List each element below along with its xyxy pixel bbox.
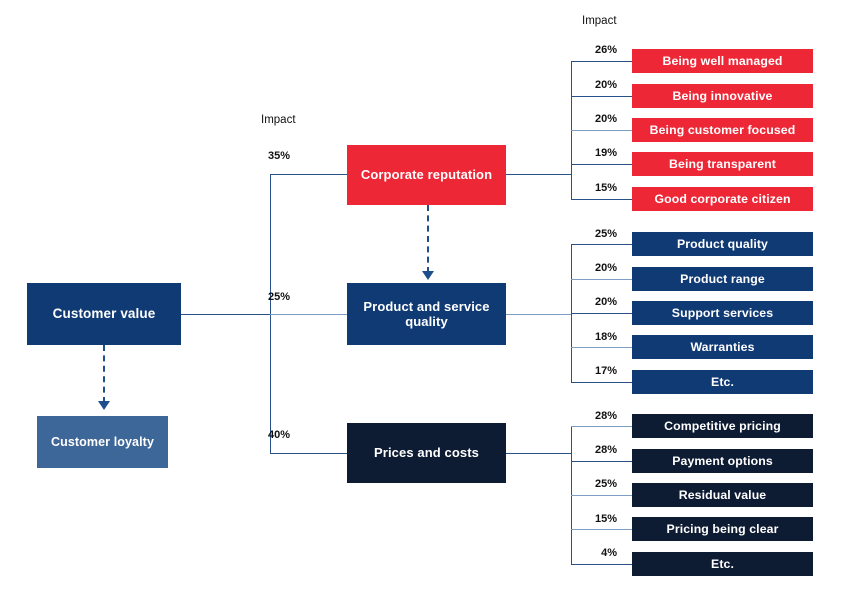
impact-value-being-customer-focused: 20%: [594, 113, 617, 125]
impact-value-prices-costs: 40%: [267, 429, 290, 441]
impact-value-prices-etc: 4%: [601, 547, 617, 559]
connector-leaf-r1: [571, 61, 632, 62]
leaf-box-prices-etc[interactable]: Etc.: [632, 552, 813, 576]
leaf-box-product-range[interactable]: Product range: [632, 267, 813, 291]
leaf-box-being-transparent[interactable]: Being transparent: [632, 152, 813, 176]
leaf-box-competitive-pricing[interactable]: Competitive pricing: [632, 414, 813, 438]
impact-label-mid: Impact: [261, 114, 296, 126]
leaf-box-warranties[interactable]: Warranties: [632, 335, 813, 359]
impact-value-product-quality: 25%: [267, 291, 290, 303]
connector-leaf-n1: [571, 244, 632, 245]
leaf-box-support-services[interactable]: Support services: [632, 301, 813, 325]
impact-value-competitive-pricing: 28%: [594, 410, 617, 422]
leaf-box-being-well-managed[interactable]: Being well managed: [632, 49, 813, 73]
connector-stem-group-quality: [506, 314, 572, 315]
impact-value-residual-value: 25%: [594, 478, 617, 490]
outcome-box-customer-loyalty[interactable]: Customer loyalty: [37, 416, 168, 468]
leaf-box-residual-value[interactable]: Residual value: [632, 483, 813, 507]
connector-leaf-n2: [571, 279, 632, 280]
connector-leaf-r2: [571, 96, 632, 97]
connector-branch-product-quality: [270, 314, 348, 315]
leaf-box-good-corporate-citizen[interactable]: Good corporate citizen: [632, 187, 813, 211]
connector-leaf-r3: [571, 130, 632, 131]
connector-leaf-n3: [571, 313, 632, 314]
connector-leaf-d1: [571, 426, 632, 427]
impact-value-being-innovative: 20%: [594, 79, 617, 91]
arrowhead-icon-loyalty: [98, 401, 110, 410]
impact-value-being-well-managed: 26%: [594, 44, 617, 56]
impact-value-quality-etc: 17%: [594, 365, 617, 377]
connector-leaf-d5: [571, 564, 632, 565]
connector-leaf-d2: [571, 461, 632, 462]
driver-box-prices-and-costs[interactable]: Prices and costs: [347, 423, 506, 483]
connector-leaf-n4: [571, 347, 632, 348]
arrowhead-icon-quality: [422, 271, 434, 280]
connector-stem-group-prices: [506, 453, 572, 454]
connector-leaf-r5: [571, 199, 632, 200]
leaf-box-pricing-being-clear[interactable]: Pricing being clear: [632, 517, 813, 541]
dashed-connector-value-to-loyalty: [103, 345, 105, 403]
leaf-box-product-quality[interactable]: Product quality: [632, 232, 813, 256]
impact-value-good-corporate-citizen: 15%: [594, 182, 617, 194]
connector-leaf-r4: [571, 164, 632, 165]
connector-root-stem: [181, 314, 271, 315]
leaf-box-being-innovative[interactable]: Being innovative: [632, 84, 813, 108]
impact-value-product-range: 20%: [594, 262, 617, 274]
driver-box-product-and-service-quality[interactable]: Product and service quality: [347, 283, 506, 345]
impact-value-pricing-being-clear: 15%: [594, 513, 617, 525]
impact-value-support-services: 20%: [594, 296, 617, 308]
connector-branch-corporate-reputation: [270, 174, 348, 175]
impact-value-product-quality-leaf: 25%: [594, 228, 617, 240]
impact-value-being-transparent: 19%: [594, 147, 617, 159]
leaf-box-quality-etc[interactable]: Etc.: [632, 370, 813, 394]
impact-value-corporate-reputation: 35%: [267, 150, 290, 162]
driver-box-corporate-reputation[interactable]: Corporate reputation: [347, 145, 506, 205]
leaf-box-being-customer-focused[interactable]: Being customer focused: [632, 118, 813, 142]
connector-leaf-d3: [571, 495, 632, 496]
dashed-connector-reputation-to-quality: [427, 205, 429, 273]
connector-leaf-d4: [571, 529, 632, 530]
root-box-customer-value[interactable]: Customer value: [27, 283, 181, 345]
leaf-box-payment-options[interactable]: Payment options: [632, 449, 813, 473]
connector-stem-group-reputation: [506, 174, 572, 175]
impact-label-right: Impact: [582, 15, 617, 27]
connector-branch-prices-costs: [270, 453, 348, 454]
connector-leaf-n5: [571, 382, 632, 383]
impact-value-warranties: 18%: [594, 331, 617, 343]
impact-value-payment-options: 28%: [594, 444, 617, 456]
